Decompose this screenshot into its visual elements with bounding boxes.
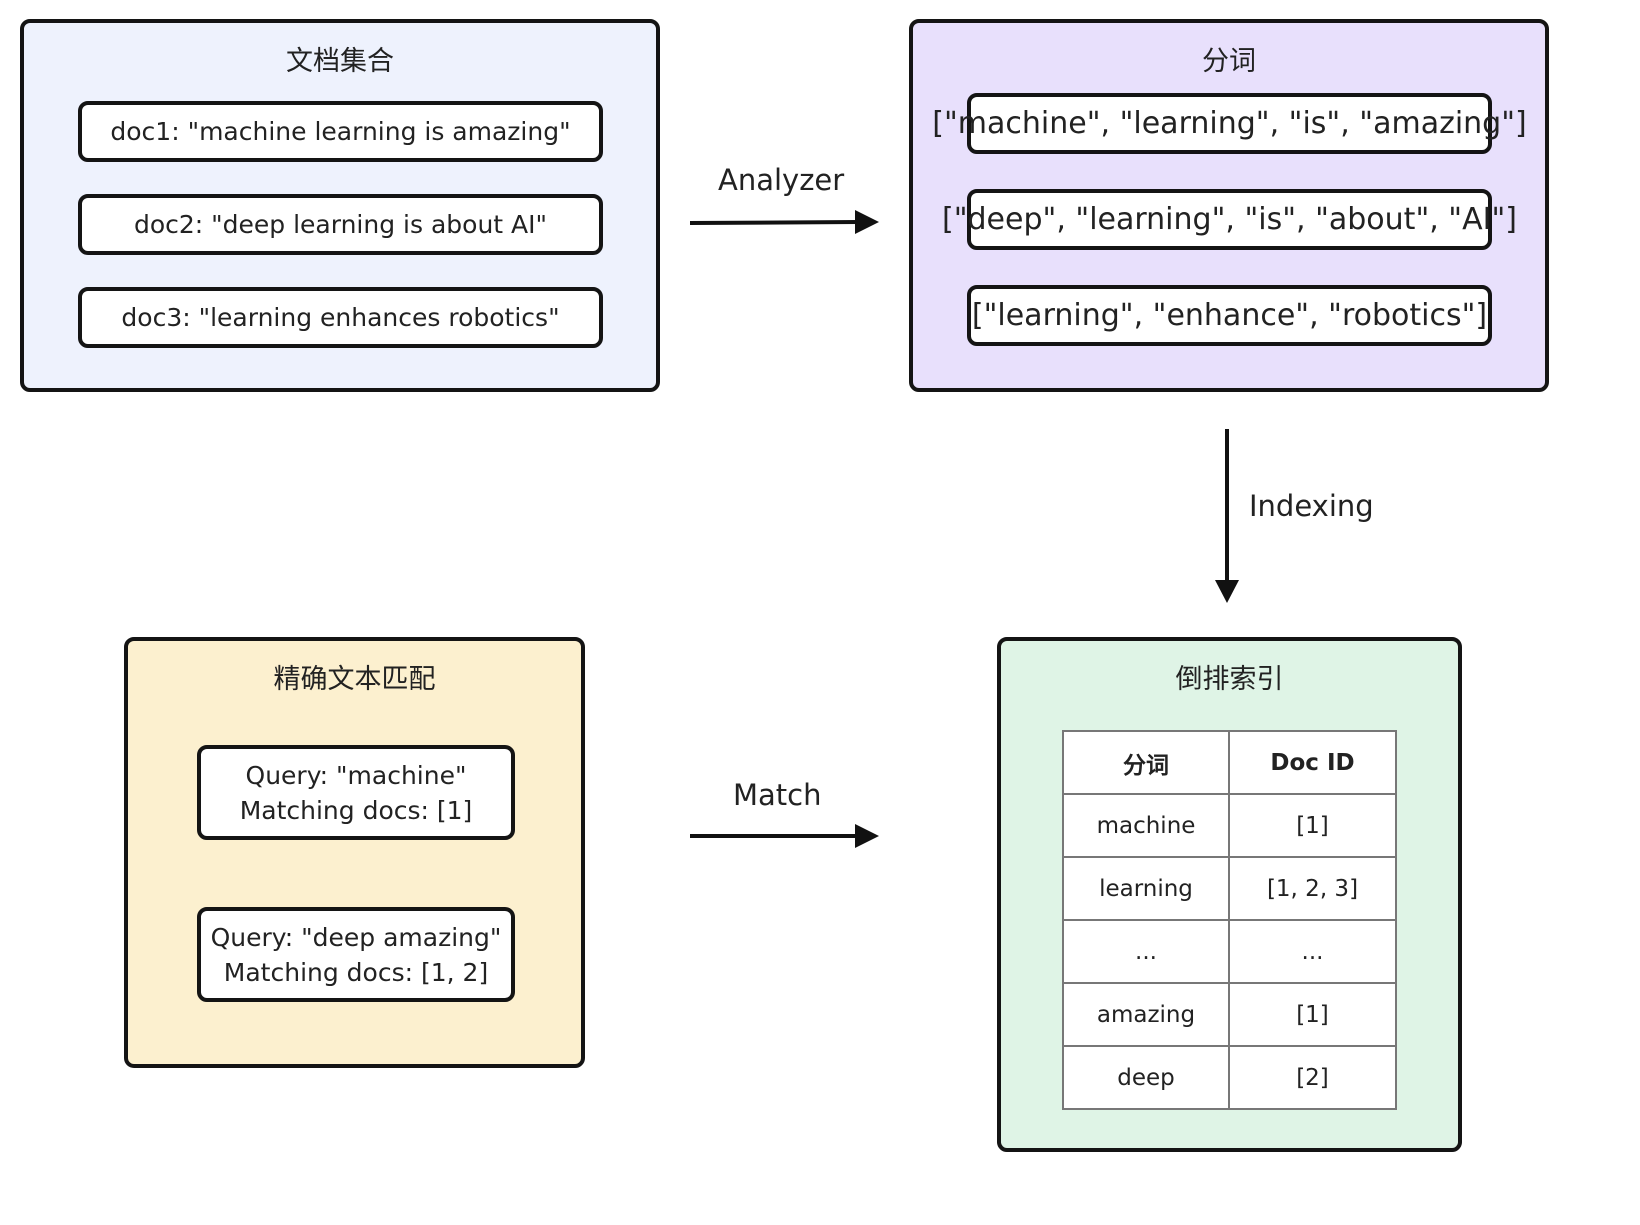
match-arrow — [690, 824, 879, 848]
document-item-2: doc2: "deep learning is about AI" — [78, 194, 603, 255]
table-row: learning [1, 2, 3] — [1062, 856, 1397, 921]
exact-match-title: 精确文本匹配 — [273, 664, 436, 695]
term-cell: machine — [1062, 793, 1230, 858]
term-cell: amazing — [1062, 982, 1230, 1047]
token-list-1: ["machine", "learning", "is", "amazing"] — [932, 93, 1527, 154]
matching-docs-text: Matching docs: [1] — [239, 795, 473, 825]
doc-id-cell: [1] — [1228, 793, 1397, 858]
table-row: amazing [1] — [1062, 982, 1397, 1047]
query-card-1: Query: "machine" Matching docs: [1] — [197, 745, 515, 840]
documents-panel: 文档集合 doc1: "machine learning is amazing"… — [20, 19, 660, 392]
token-list-2: ["deep", "learning", "is", "about", "AI"… — [942, 189, 1517, 250]
term-cell: learning — [1062, 856, 1230, 921]
indexing-arrow — [1215, 429, 1239, 603]
doc-id-cell: ... — [1228, 919, 1397, 984]
table-row: machine [1] — [1062, 793, 1397, 858]
column-header-doc-id: Doc ID — [1228, 730, 1397, 795]
inverted-index-panel: 倒排索引 分词 Doc ID machine [1] learning [1, … — [997, 637, 1462, 1152]
table-row: deep [2] — [1062, 1045, 1397, 1110]
document-item-3: doc3: "learning enhances robotics" — [78, 287, 603, 348]
column-header-term: 分词 — [1062, 730, 1230, 795]
query-card-2: Query: "deep amazing" Matching docs: [1,… — [197, 907, 515, 1002]
inverted-index-title: 倒排索引 — [1175, 664, 1284, 695]
tokens-title: 分词 — [1202, 46, 1256, 77]
query-text: Query: "machine" — [245, 760, 467, 790]
indexing-label: Indexing — [1249, 489, 1374, 523]
token-list-3: ["learning", "enhance", "robotics"] — [967, 285, 1492, 346]
tokens-panel: 分词 ["machine", "learning", "is", "amazin… — [909, 19, 1549, 392]
term-cell: deep — [1062, 1045, 1230, 1110]
table-row: ... ... — [1062, 919, 1397, 984]
query-text: Query: "deep amazing" — [210, 922, 502, 952]
matching-docs-text: Matching docs: [1, 2] — [223, 957, 489, 987]
analyzer-arrow — [689, 210, 879, 234]
document-item-1: doc1: "machine learning is amazing" — [78, 101, 603, 162]
match-label: Match — [733, 778, 822, 812]
doc-id-cell: [1, 2, 3] — [1228, 856, 1397, 921]
doc-id-cell: [1] — [1228, 982, 1397, 1047]
analyzer-label: Analyzer — [718, 163, 845, 197]
inverted-index-table: 分词 Doc ID machine [1] learning [1, 2, 3]… — [1062, 730, 1397, 1110]
exact-match-panel: 精确文本匹配 Query: "machine" Matching docs: [… — [124, 637, 585, 1068]
term-cell: ... — [1062, 919, 1230, 984]
documents-title: 文档集合 — [286, 46, 394, 77]
doc-id-cell: [2] — [1228, 1045, 1397, 1110]
table-header-row: 分词 Doc ID — [1062, 730, 1397, 795]
